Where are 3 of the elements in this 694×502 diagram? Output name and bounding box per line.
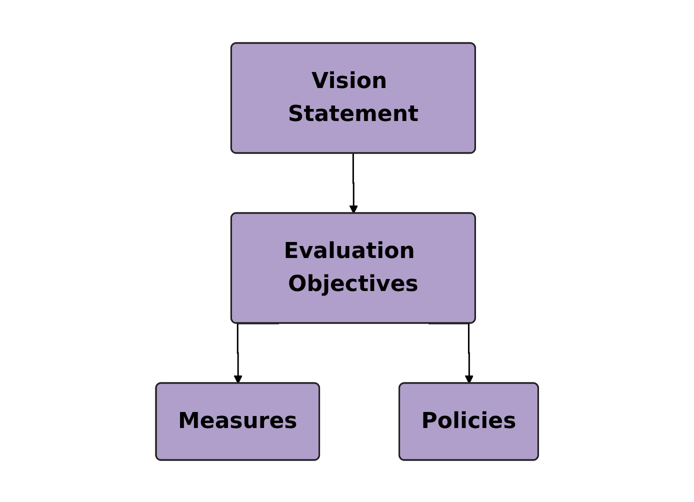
arrow [234, 322, 279, 384]
arrow [428, 322, 474, 384]
arrow [349, 152, 358, 214]
